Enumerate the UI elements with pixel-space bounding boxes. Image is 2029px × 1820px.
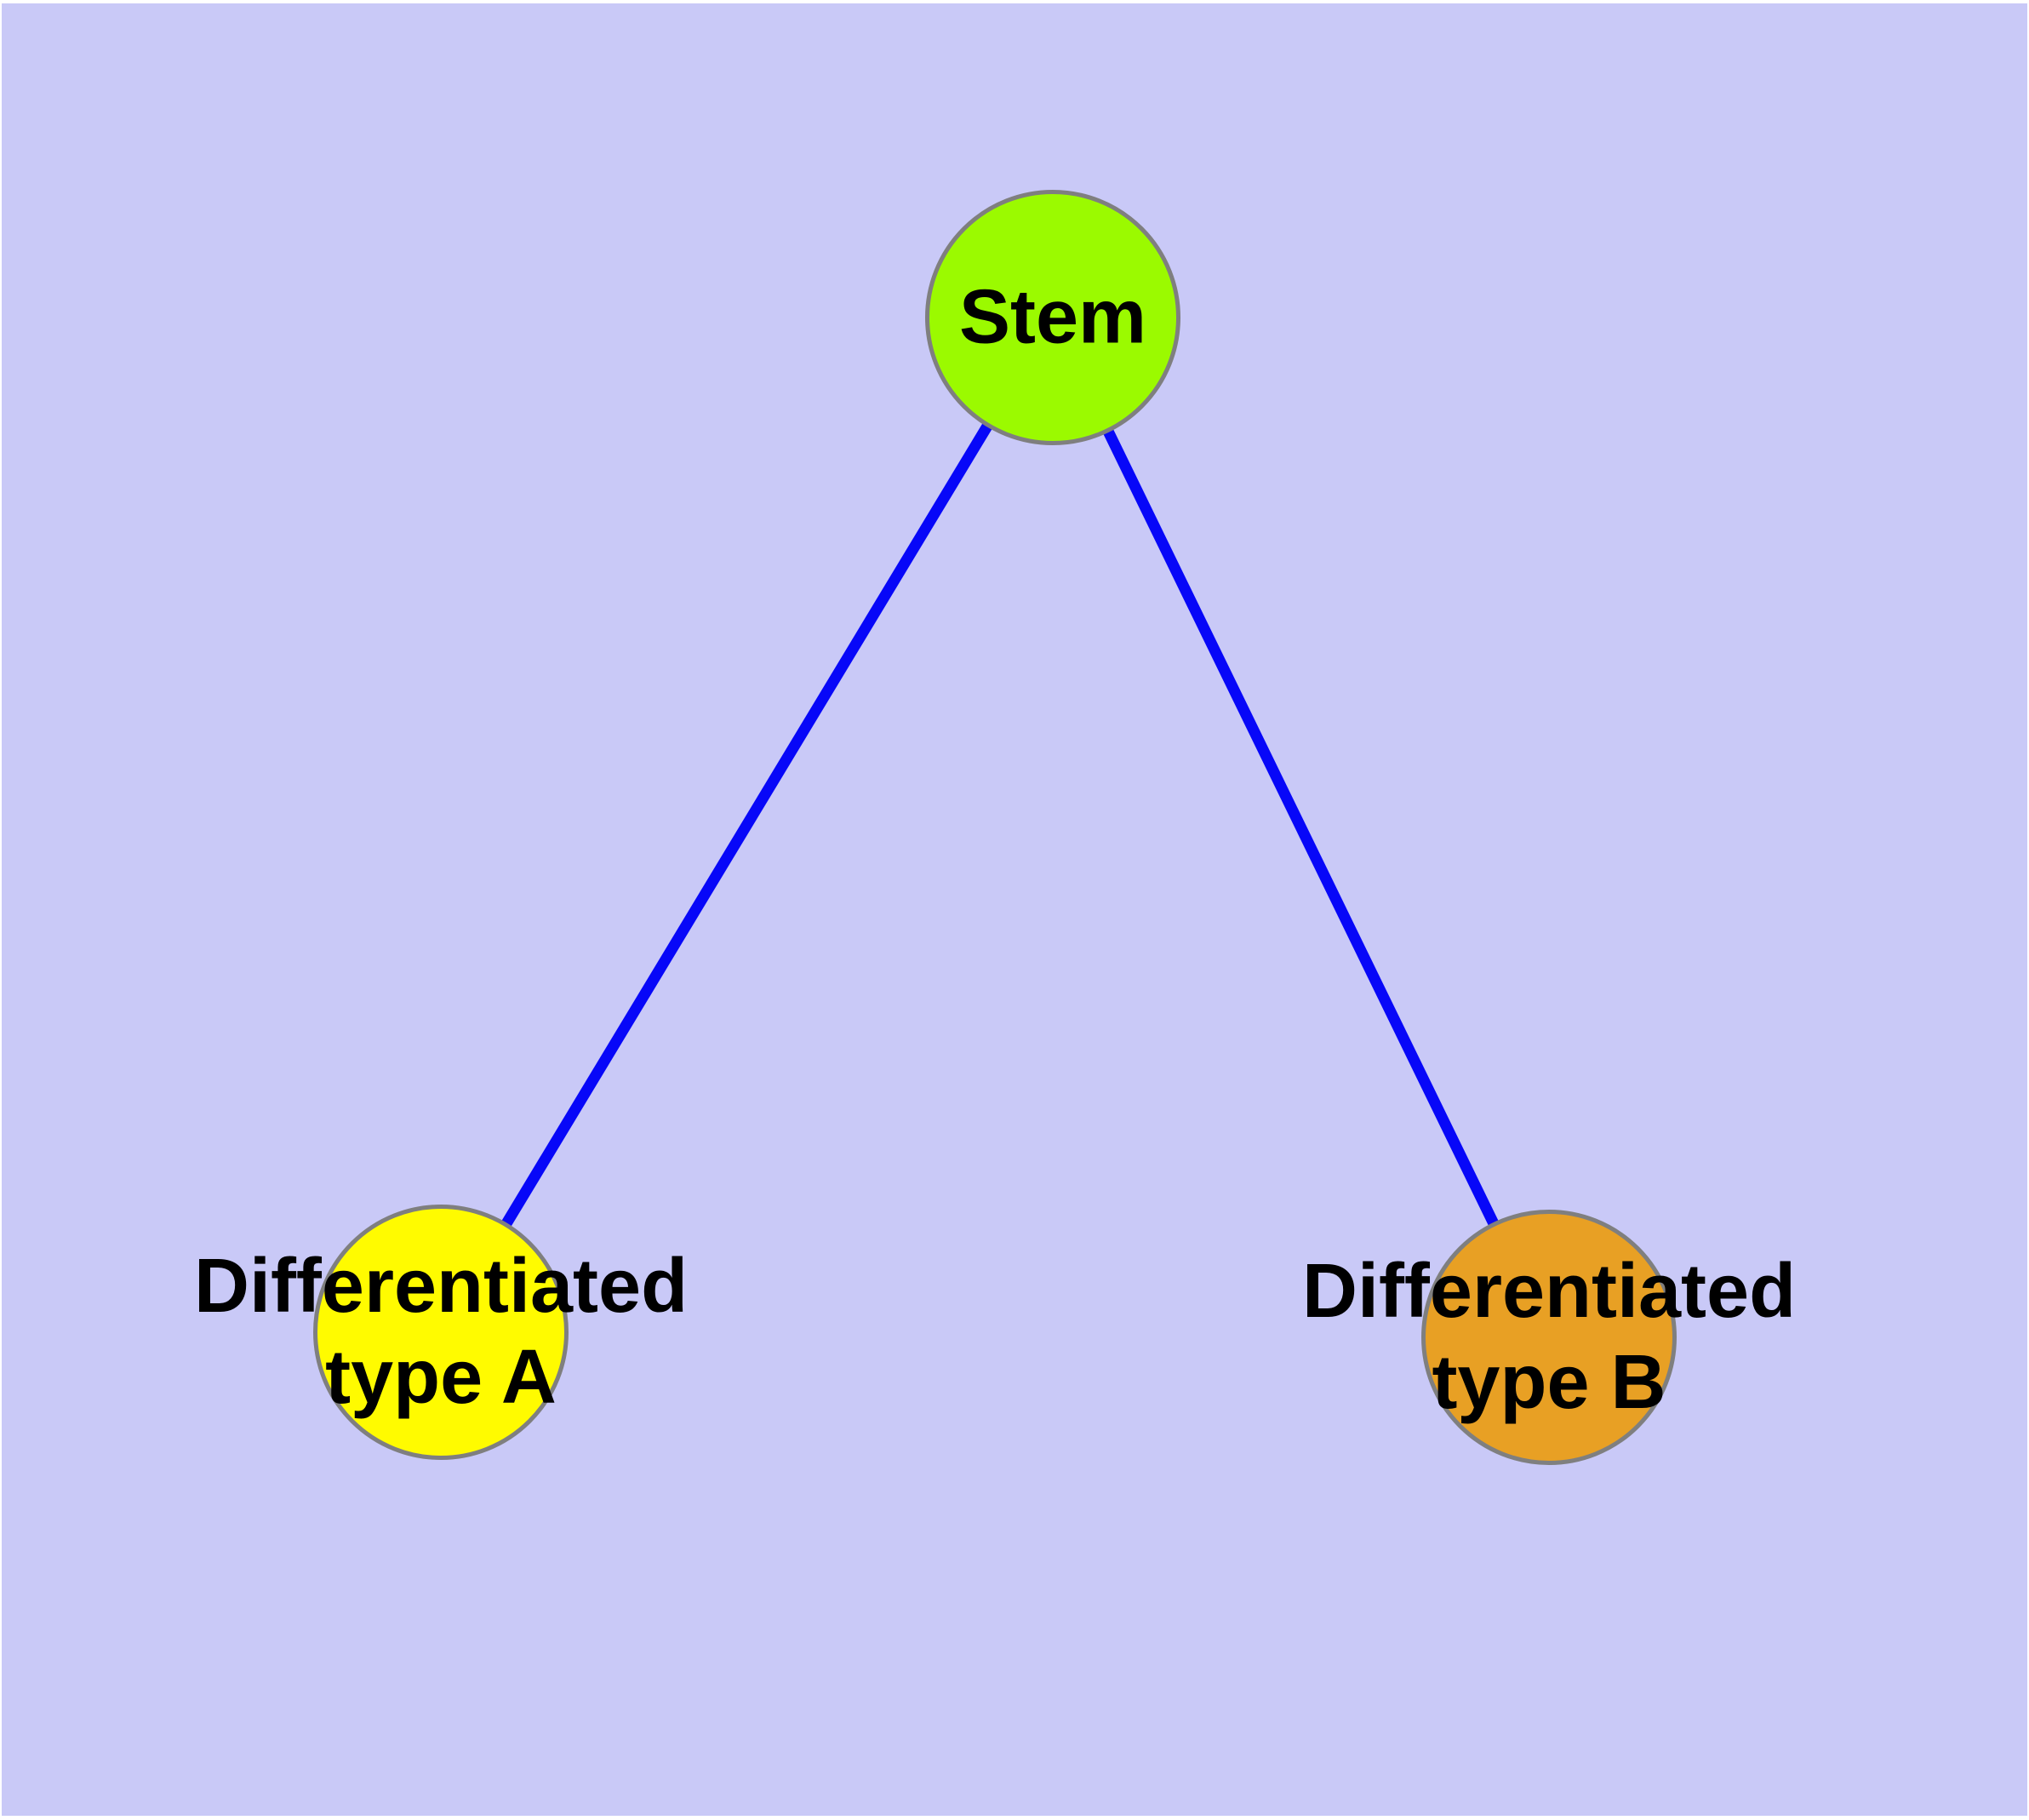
edge-stem-to-type-a [436, 314, 1058, 1336]
node-type-b-label-line-1: Differentiated [1301, 1249, 1797, 1334]
edge-stem-to-type-b [1048, 315, 1554, 1340]
node-differentiated-type-a: Differentiated type A [194, 1205, 688, 1460]
node-type-a-label-line-1: Differentiated [193, 1244, 689, 1329]
node-stem-label-line: Stem [958, 274, 1147, 360]
node-type-a-label: Differentiated type A [194, 1241, 688, 1423]
node-type-b-label: Differentiated type B [1302, 1246, 1796, 1428]
node-stem: Stem [925, 190, 1180, 445]
node-differentiated-type-b: Differentiated type B [1302, 1210, 1796, 1465]
node-type-a-label-line-2: type A [325, 1335, 557, 1420]
node-type-b-label-line-2: type B [1432, 1340, 1666, 1425]
node-stem-label: Stem [959, 272, 1146, 363]
